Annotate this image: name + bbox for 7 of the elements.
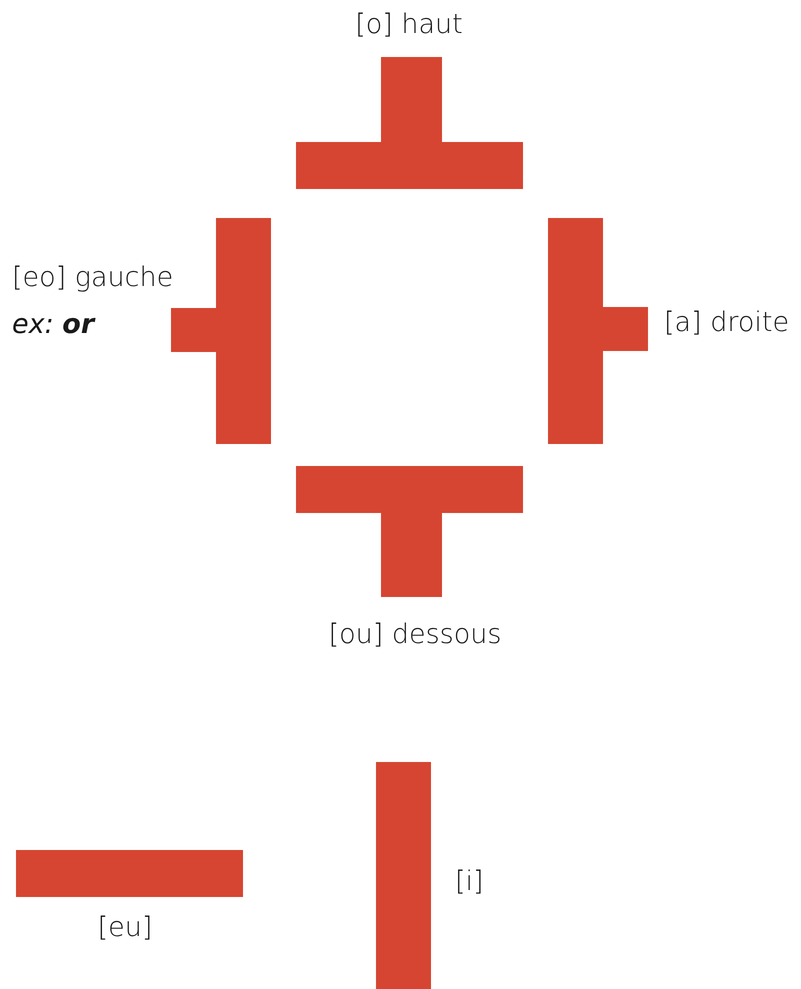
vowel-label: [o] haut [355,8,463,42]
vowel-label: [eo] gauche [12,261,174,295]
example-text: ex: or [12,308,94,342]
vowel-label: [a] droite [664,306,790,340]
vowel-label: [i] [455,865,484,899]
vowel-label: [ou] dessous [328,618,502,652]
vowel-label: [eu] [98,911,152,945]
